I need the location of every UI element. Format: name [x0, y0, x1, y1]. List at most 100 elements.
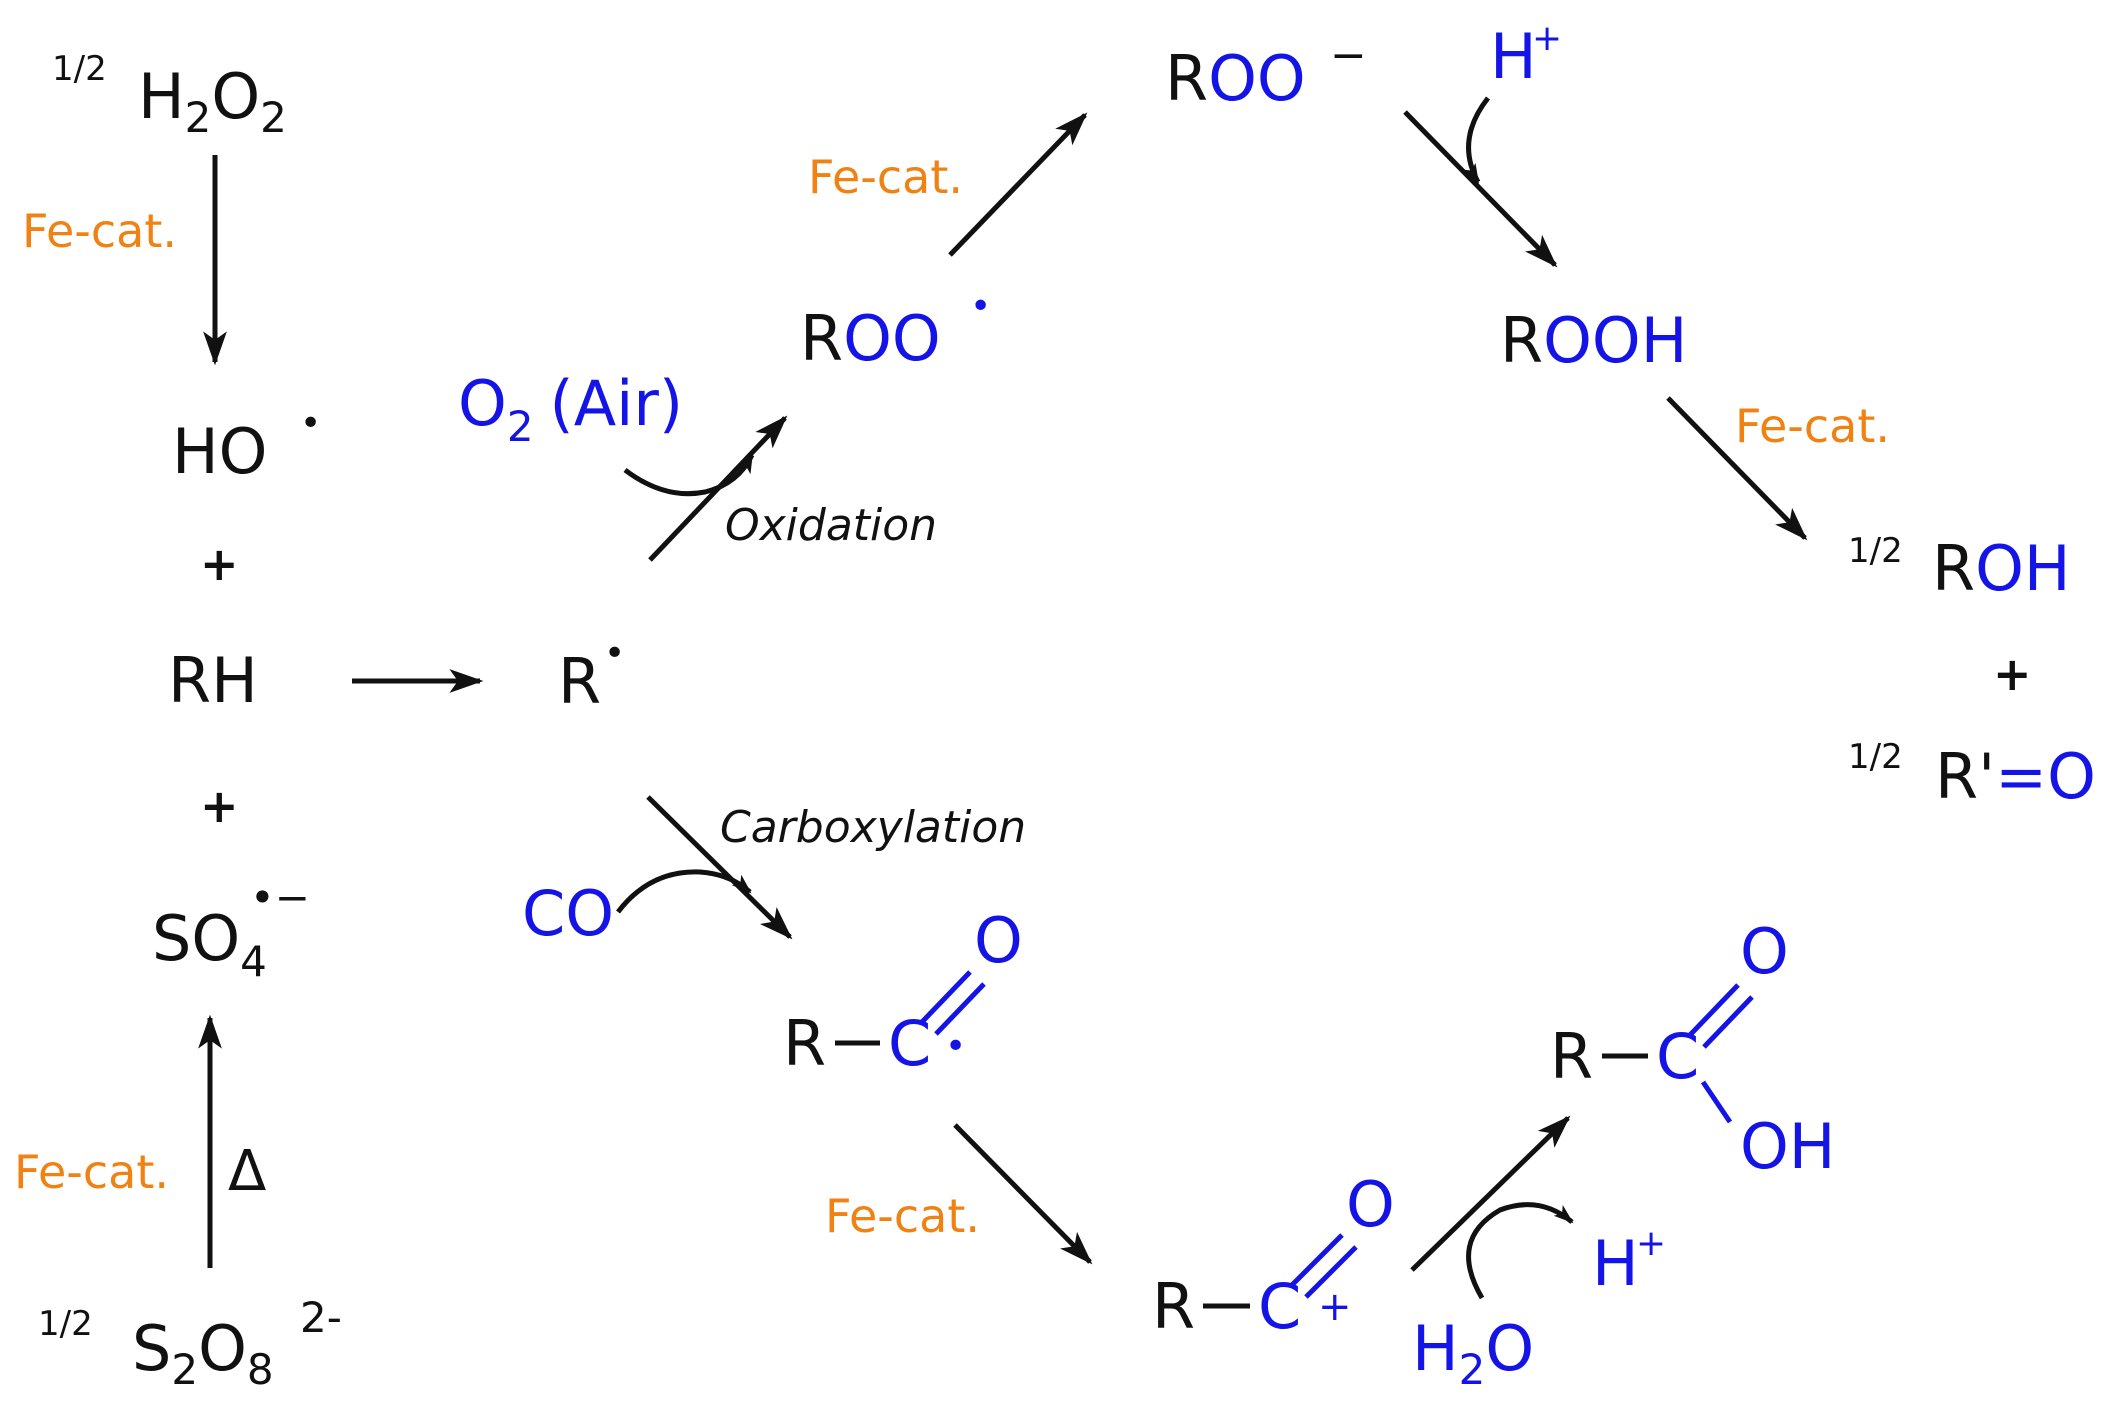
h2o2-o: O	[211, 60, 260, 133]
carbon-monoxide: CO	[522, 877, 614, 950]
fe-cat-label-4: Fe-cat.	[1735, 399, 1890, 453]
acylium-r: R	[1152, 1270, 1195, 1343]
proton-1-plus: +	[1532, 18, 1562, 59]
svg-text:H2O: H2O	[1412, 1312, 1534, 1394]
water: H2O	[1412, 1312, 1534, 1394]
s2o8-charge: 2-	[300, 1293, 342, 1342]
svg-text:ROH: ROH	[1932, 532, 2071, 605]
acid-carbonyl-o: O	[1740, 915, 1789, 988]
rooh-ooh: OOH	[1543, 304, 1687, 377]
svg-text:1/2: 1/2	[52, 49, 107, 89]
roo-oo: OO	[843, 302, 941, 375]
carboxylation-label: Carboxylation	[720, 802, 1026, 853]
ho-radical-dot: •	[300, 403, 321, 444]
water-h: H	[1412, 1312, 1459, 1385]
acyl-radical-o: O	[974, 904, 1023, 977]
svg-text:O2(Air): O2 (Air)	[458, 367, 683, 451]
carbonyl-o: O	[2047, 740, 2096, 813]
acylium-plus: +	[1318, 1284, 1352, 1330]
curved-arrow-proton-in	[1463, 96, 1490, 184]
roo-anion-oo: OO	[1208, 42, 1306, 115]
sulfate-radical: SO4 •−	[152, 873, 310, 986]
so4-so: SO	[152, 902, 240, 975]
curved-arrow-co-in	[616, 869, 752, 914]
arrow-acylium-to-acid	[1410, 1115, 1571, 1272]
so4-sub-4: 4	[240, 937, 267, 986]
s2o8-s: S	[132, 1312, 171, 1385]
proton-1: H +	[1490, 18, 1562, 93]
roh-r: R	[1932, 532, 1975, 605]
h2o2-sub-2a: 2	[185, 93, 212, 142]
svg-text:H: H	[1490, 20, 1537, 93]
fe-cat-label-2: Fe-cat.	[14, 1145, 169, 1199]
arrow-rooh-to-products	[1666, 396, 1808, 541]
svg-text:H2O2: H2O2	[138, 60, 287, 142]
s2o8-sub-8: 8	[247, 1345, 274, 1394]
svg-text:HO: HO	[172, 415, 267, 488]
acylium-double-bond-b	[1304, 1245, 1358, 1299]
svg-text:R'=O: R'=O	[1935, 740, 2096, 813]
carboxylic-acid: R C O OH	[1550, 915, 1835, 1183]
arrow-roo-to-anion	[948, 112, 1088, 257]
plus-2: +	[200, 779, 239, 833]
arrow-r-to-acyl	[646, 795, 793, 940]
roo-dot: •	[970, 286, 991, 327]
s2o8-sub-2: 2	[171, 1345, 198, 1394]
acylium-double-bond-a	[1290, 1233, 1344, 1287]
curved-arrow-water-proton	[1466, 1202, 1574, 1300]
acid-oh: OH	[1740, 1110, 1835, 1183]
acid-double-bond-b	[1702, 995, 1754, 1049]
plus-1: +	[200, 537, 239, 591]
svg-text:S2O8: S2O8	[132, 1312, 274, 1394]
rh: RH	[168, 644, 258, 717]
r-radical: R •	[558, 633, 625, 718]
svg-text:R: R	[558, 645, 601, 718]
acyl-radical-double-bond-b	[934, 982, 986, 1036]
arrow-anion-to-rooh	[1403, 110, 1558, 268]
svg-text:ROO: ROO	[1165, 42, 1306, 115]
rooh-r: R	[1500, 304, 1543, 377]
oxidation-label: Oxidation	[725, 500, 937, 551]
fe-cat-label-5: Fe-cat.	[825, 1189, 980, 1243]
svg-text:H: H	[1592, 1227, 1639, 1300]
delta-heat: Δ	[228, 1139, 266, 1204]
roo-r: R	[800, 302, 843, 375]
acyl-radical-r: R	[783, 1007, 826, 1080]
o2-o: O	[458, 367, 507, 440]
curved-arrow-o2-in	[623, 453, 755, 497]
ho-radical: HO •	[172, 403, 321, 488]
half-persulfate: 1/2 S2O8 2-	[38, 1293, 342, 1394]
half-carbonyl: 1/2 R'=O	[1848, 737, 2096, 813]
peroxide-anion: ROO −	[1165, 30, 1367, 115]
acylium-cation: R C O +	[1152, 1168, 1395, 1343]
acyl-radical: R C O •	[783, 904, 1023, 1080]
proton-2-plus: +	[1636, 1223, 1666, 1264]
fe-cat-label-1: Fe-cat.	[22, 204, 177, 258]
svg-text:1/2: 1/2	[1848, 737, 1903, 777]
o2-sub-2: 2	[507, 402, 534, 451]
water-o: O	[1485, 1312, 1534, 1385]
half-alcohol: 1/2 ROH	[1848, 531, 2071, 605]
acylium-o: O	[1346, 1168, 1395, 1241]
svg-text:1/2: 1/2	[38, 1304, 93, 1344]
roo-anion-r: R	[1165, 42, 1208, 115]
hydroperoxide: ROOH	[1500, 304, 1687, 377]
acid-bond-c-oh	[1700, 1080, 1733, 1124]
fe-cat-label-3: Fe-cat.	[808, 150, 963, 204]
o2-air-label: (Air)	[550, 367, 684, 440]
roh-oh: OH	[1975, 532, 2070, 605]
h2o2-h: H	[138, 60, 185, 133]
roo-anion-charge: −	[1330, 30, 1367, 81]
acyl-radical-double-bond-a	[920, 970, 972, 1024]
so4-charge: •−	[250, 873, 310, 922]
water-sub-2: 2	[1459, 1345, 1486, 1394]
proton-2: H +	[1592, 1223, 1666, 1300]
plus-3: +	[1993, 647, 2032, 701]
half-h2o2: 1/2 H2O2	[52, 49, 287, 142]
o2-air: O2 (Air)	[458, 367, 683, 451]
carbonyl-eq: =	[1995, 740, 2047, 813]
acyl-radical-dot: •	[945, 1026, 966, 1067]
acid-double-bond-a	[1688, 983, 1740, 1037]
s2o8-o: O	[198, 1312, 247, 1385]
